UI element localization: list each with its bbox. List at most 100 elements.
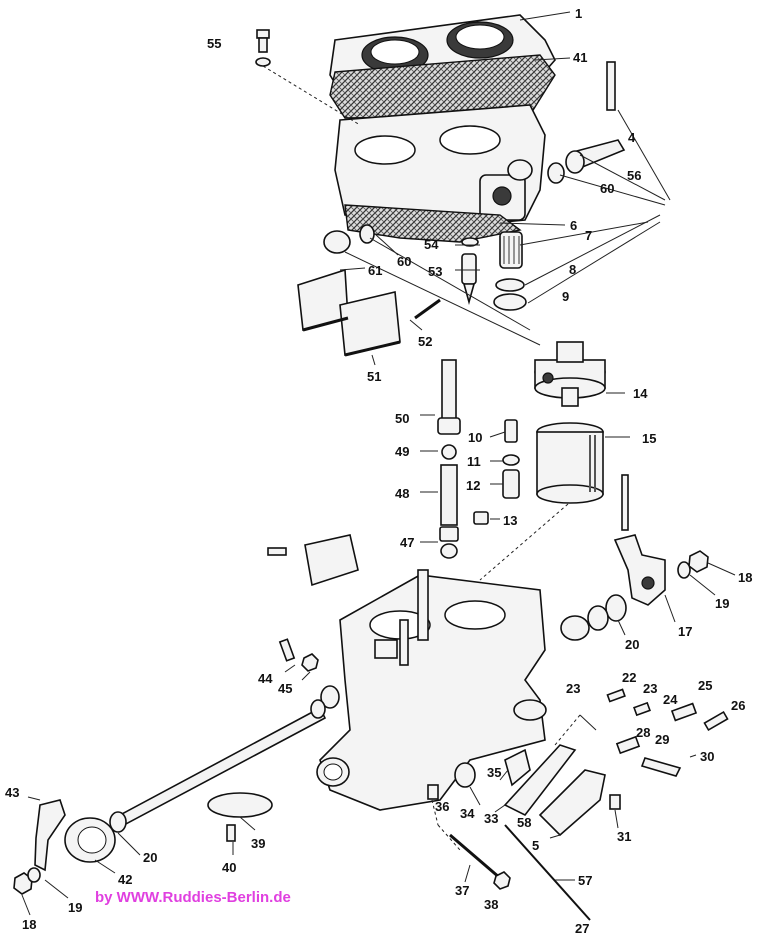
screw-55	[255, 29, 271, 67]
washer-8	[495, 278, 525, 292]
part-label-24: 24	[663, 692, 678, 707]
part-label-33: 33	[484, 811, 498, 826]
pump-rod-57	[504, 824, 591, 921]
disc-screw	[226, 824, 236, 842]
pump-spring	[504, 748, 531, 787]
part-label-57: 57	[578, 873, 592, 888]
part-label-17: 17	[678, 624, 692, 639]
nut-18-left	[13, 872, 33, 895]
part-label-26: 26	[731, 698, 745, 713]
washer-20-right	[605, 594, 627, 622]
cover-plate	[304, 534, 359, 587]
inlet-rod	[606, 61, 616, 111]
part-label-37: 37	[455, 883, 469, 898]
part-label-14: 14	[633, 386, 648, 401]
banjo-bolt	[565, 139, 626, 174]
float-pin	[414, 298, 441, 320]
part-label-18-right: 18	[738, 570, 752, 585]
part-label-5: 5	[532, 838, 539, 853]
part-label-20-right: 20	[625, 637, 639, 652]
part-label-4: 4	[628, 130, 636, 145]
part-label-15: 15	[642, 431, 656, 446]
part-label-54: 54	[424, 237, 439, 252]
part-label-35: 35	[487, 765, 501, 780]
emulsion-tube-stack	[437, 359, 461, 559]
part-label-34: 34	[460, 806, 475, 821]
part-label-45: 45	[278, 681, 292, 696]
part-label-27: 27	[575, 921, 589, 936]
part-label-61: 61	[368, 263, 382, 278]
part-label-8: 8	[569, 262, 576, 277]
plug-61	[323, 230, 351, 254]
part-label-19-right: 19	[715, 596, 729, 611]
nut-45	[301, 653, 319, 672]
screw-36	[427, 784, 439, 800]
pump-plunger	[454, 762, 476, 788]
fuel-filter	[499, 231, 523, 269]
part-label-13: 13	[503, 513, 517, 528]
part-label-47: 47	[400, 535, 414, 550]
part-label-48: 48	[395, 486, 409, 501]
floats	[297, 268, 401, 357]
part-label-10: 10	[468, 430, 482, 445]
website-credit: by WWW.Ruddies-Berlin.de	[95, 889, 291, 906]
part-label-55: 55	[207, 36, 221, 51]
part-label-51: 51	[367, 369, 381, 384]
carburetor-top-body	[334, 104, 546, 226]
washer-54	[461, 237, 479, 247]
part-label-19-left: 19	[68, 900, 82, 915]
part-label-28: 28	[636, 725, 650, 740]
part-label-7: 7	[585, 228, 592, 243]
part-label-38: 38	[484, 897, 498, 912]
pump-rod-37	[449, 833, 501, 880]
auxiliary-venturi	[534, 341, 606, 407]
part-label-36: 36	[435, 799, 449, 814]
bearing-right	[560, 615, 590, 641]
part-label-30: 30	[700, 749, 714, 764]
main-venturi	[536, 422, 604, 504]
part-label-50: 50	[395, 411, 409, 426]
part-label-18-left: 18	[22, 917, 36, 932]
part-label-41: 41	[573, 50, 587, 65]
part-label-25: 25	[698, 678, 712, 693]
part-label-11: 11	[467, 454, 481, 469]
part-label-40: 40	[222, 860, 236, 875]
part-label-23-right: 23	[643, 681, 657, 696]
screw-plate	[267, 547, 287, 556]
nut-18-right	[688, 550, 709, 573]
part-label-39: 39	[251, 836, 265, 851]
part-label-56: 56	[627, 168, 641, 183]
part-label-60-left: 60	[397, 254, 411, 269]
needle-valve	[461, 253, 477, 305]
screw-set-right	[606, 688, 729, 810]
needle-valve-seat	[493, 293, 527, 311]
part-label-49: 49	[395, 444, 409, 459]
washer-right	[587, 605, 609, 631]
part-label-23-left: 23	[566, 681, 580, 696]
leader-lines	[21, 11, 736, 916]
part-label-43: 43	[5, 785, 19, 800]
throttle-lever-right	[613, 474, 666, 606]
part-label-29: 29	[655, 732, 669, 747]
part-label-6: 6	[570, 218, 577, 233]
washer-19-left	[27, 867, 41, 883]
pump-diaphragm	[503, 744, 577, 817]
pump-jet-assembly	[473, 419, 520, 525]
part-label-60-right: 60	[600, 181, 614, 196]
washer-19-right	[677, 561, 691, 579]
part-label-12: 12	[466, 478, 480, 493]
washer-60-left	[359, 224, 375, 244]
pump-cover	[538, 769, 606, 837]
nut-38	[493, 871, 511, 890]
screw-44	[278, 638, 296, 662]
part-label-31: 31	[617, 829, 631, 844]
throttle-disc	[207, 792, 273, 818]
washer-60-right	[547, 162, 565, 184]
part-number-labels: 1 41 55 4 56 60 6 7 54 53 8 61 60 9 52 5…	[5, 6, 752, 936]
part-label-52: 52	[418, 334, 432, 349]
part-label-20-left: 20	[143, 850, 157, 865]
part-label-58: 58	[517, 815, 531, 830]
part-label-44: 44	[258, 671, 273, 686]
